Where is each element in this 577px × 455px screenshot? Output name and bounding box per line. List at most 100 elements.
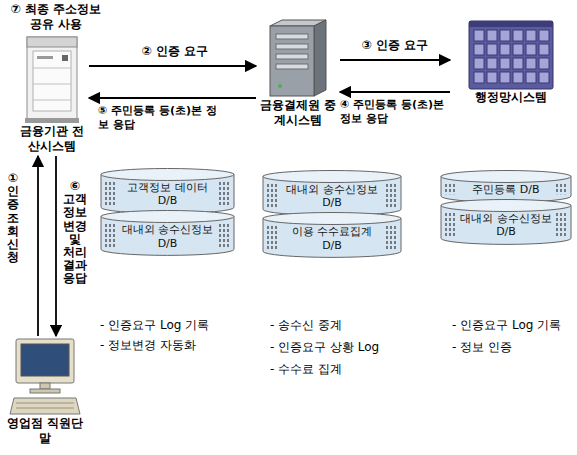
database-cylinder-outline-part [556, 184, 557, 194]
database-cylinder-outline-part [275, 226, 276, 249]
database-cylinder-outline-part [271, 184, 272, 207]
database-cylinder-outline-part [271, 226, 272, 249]
flow-arrow [89, 65, 256, 67]
database-cylinder-outline-part [267, 184, 268, 207]
rack-icon-part [474, 72, 484, 83]
database-cylinder-outline-part [109, 224, 110, 247]
cabinet-icon-part [27, 37, 77, 47]
database-node: 주민등록 D/B [440, 170, 572, 203]
node-label: 이용 수수료집계 D/B [284, 225, 380, 251]
terminal-icon-part [16, 408, 74, 409]
node-label: 금융결제원 중계시스템 [258, 98, 338, 128]
terminal-icon-part [30, 389, 60, 393]
node-label: 대내외 송수신정보 D/B [120, 223, 216, 249]
rack-icon-part [513, 58, 523, 69]
tower-icon-part [276, 34, 308, 39]
database-node: 대내외 송수신정보 D/B [262, 170, 402, 216]
tower-icon [258, 18, 338, 98]
tower-icon-part [276, 44, 308, 49]
rack-icon-part [487, 44, 497, 55]
rack-icon-part [474, 30, 484, 41]
cabinet-icon [17, 36, 87, 124]
node-label: 영업점 직원단말 [5, 416, 85, 446]
database-node: 이용 수수료집계 D/B [262, 212, 402, 258]
database-cylinder-outline-part [564, 213, 565, 236]
database-cylinder-outline-part [223, 224, 224, 247]
terminal-icon-part [40, 383, 50, 389]
node-label: 대내외 송수신정보 D/B [284, 183, 380, 209]
cabinet-icon-part [33, 68, 71, 69]
rack-icon-part [539, 72, 549, 83]
edge-label: ④ 주민등록 등(초)본 정보 응답 [340, 98, 450, 126]
database-cylinder-outline-part [453, 184, 454, 194]
rack-icon-part [526, 44, 536, 55]
database-cylinder-outline-part [386, 184, 387, 207]
database-cylinder-outline-part [109, 182, 110, 205]
database-cylinder-outline-part [441, 171, 571, 183]
database-cylinder-outline-part [267, 226, 268, 249]
flow-arrow [37, 156, 39, 336]
rack-icon-part [539, 30, 549, 41]
system-node: 행정망시스템 [452, 20, 570, 105]
terminal-icon-part [10, 398, 80, 414]
rack-icon-part [526, 30, 536, 41]
terminal-icon [5, 338, 85, 416]
cabinet-icon-part [33, 84, 71, 85]
edge-label: ① 인증조회 신청 [7, 172, 19, 264]
system-node: 금융기관 전산시스템 [17, 36, 87, 154]
rack-icon-part [500, 58, 510, 69]
database-cylinder-outline-part [390, 226, 391, 249]
database-cylinder-outline-part [227, 224, 228, 247]
rack-icon-part [526, 58, 536, 69]
database-cylinder-outline-part [449, 213, 450, 236]
function-note: - 인증요구 Log 기록 [100, 318, 209, 333]
function-note: - 인증요구 상황 Log [270, 340, 379, 355]
node-label: 대내외 송수신정보 D/B [458, 212, 554, 238]
rack-icon-part [500, 30, 510, 41]
rack-icon-part [513, 72, 523, 83]
rack-icon-part [487, 30, 497, 41]
database-cylinder-outline-part [556, 213, 557, 236]
cabinet-icon-part [37, 56, 53, 59]
database-cylinder-outline-part [386, 226, 387, 249]
database-cylinder-outline-part [219, 224, 220, 247]
function-note: - 인증요구 Log 기록 [452, 318, 561, 333]
rack-icon-part [539, 58, 549, 69]
rack-icon [452, 20, 570, 90]
rack-icon-part [487, 58, 497, 69]
database-cylinder-outline-part [219, 182, 220, 205]
cabinet-icon-part [62, 55, 68, 61]
flow-arrow [55, 156, 57, 336]
node-label: 고객정보 데이터 D/B [120, 181, 216, 207]
function-note: - 정보변경 자동화 [100, 338, 196, 353]
rack-icon-part [474, 44, 484, 55]
node-label: 금융기관 전산시스템 [17, 124, 87, 154]
database-cylinder-outline-part [263, 213, 401, 225]
edge-label: ⑥ 고객정보 변경 및 처리결과 응답 [63, 180, 87, 286]
terminal-icon-part [21, 344, 69, 376]
rack-icon-part [539, 44, 549, 55]
rack-icon-part [487, 72, 497, 83]
node-label: 행정망시스템 [452, 90, 570, 105]
database-cylinder-outline-part [560, 184, 561, 194]
database-cylinder-outline-part [113, 182, 114, 205]
database-cylinder-outline-part [223, 182, 224, 205]
edge-label: ⑤ 주민등록 등(초)본 정보 응답 [98, 104, 226, 132]
database-cylinder-outline-part [263, 171, 401, 183]
edge-label: ③ 인증 요구 [345, 38, 445, 53]
cabinet-icon-part [25, 118, 79, 123]
flow-arrow [340, 91, 450, 93]
database-cylinder-outline-part [394, 226, 395, 249]
cabinet-icon-part [27, 37, 77, 119]
database-node: 대내외 송수신정보 D/B [440, 199, 572, 245]
rack-icon-part [500, 72, 510, 83]
rack-icon-part [474, 58, 484, 69]
tower-icon-part [270, 26, 314, 96]
rack-icon-part [526, 72, 536, 83]
rack-icon-part [469, 21, 553, 27]
database-node: 대내외 송수신정보 D/B [100, 210, 235, 256]
rack-icon-part [513, 30, 523, 41]
database-cylinder-outline-part [445, 184, 446, 194]
database-cylinder-outline-part [564, 184, 565, 194]
